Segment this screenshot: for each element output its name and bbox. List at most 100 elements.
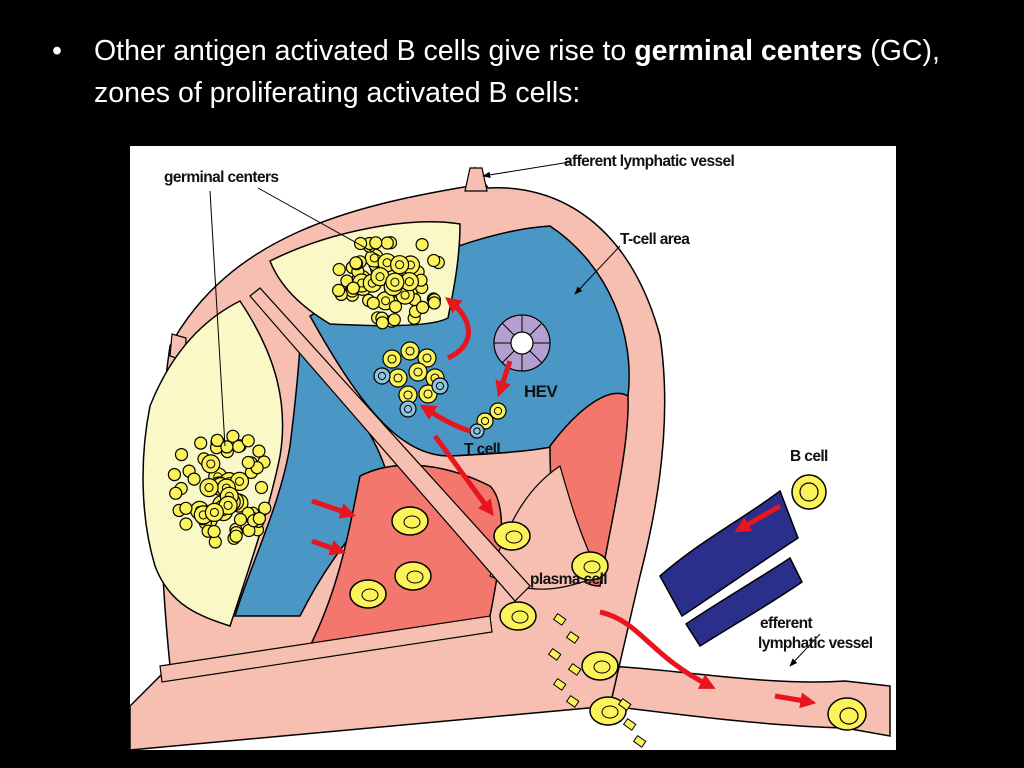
cell-nucleus — [404, 277, 414, 287]
cell-nucleus — [413, 367, 423, 377]
germinal-center-cell — [415, 237, 429, 252]
plasma-cell-nucleus — [593, 660, 611, 674]
bullet-text-part2: (GC), zones of proliferating activated B… — [94, 35, 940, 109]
germinal-center-cell — [254, 480, 269, 495]
antibody — [617, 697, 632, 711]
germinal-center-cell — [258, 501, 272, 515]
cell-nucleus — [473, 427, 481, 435]
label-germinal-centers: germinal centers — [164, 169, 278, 186]
medullary-cords — [489, 465, 601, 590]
germinal-center-cell — [375, 316, 389, 330]
germinal-center-cell — [241, 434, 255, 448]
b-cell-circle — [791, 474, 827, 510]
efferent-b-cell — [827, 697, 867, 731]
germinal-center-cell — [194, 436, 208, 450]
germinal-center-cell — [226, 429, 240, 443]
trabecula-lower — [159, 615, 493, 683]
cell-nucleus — [400, 290, 410, 300]
cell-nucleus — [223, 500, 233, 510]
cell-nucleus — [206, 459, 216, 469]
cell-nucleus — [382, 258, 392, 268]
germinal-center-cell — [366, 296, 380, 310]
lymph-node-svg: germinal centers afferent lymphatic vess… — [129, 153, 891, 751]
cell-nucleus — [422, 353, 432, 363]
germinal-center-cell — [179, 517, 193, 531]
germinal-center-cell — [252, 444, 266, 458]
cell-nucleus — [393, 373, 403, 383]
cell-nucleus — [423, 389, 433, 399]
cell-nucleus — [403, 404, 413, 414]
bullet-text-part1: Other antigen activated B cells give ris… — [94, 35, 635, 67]
efferent-lymphatic-vessel — [609, 665, 891, 737]
germinal-center-cell — [169, 486, 183, 500]
plasma-cell-nucleus — [403, 515, 421, 529]
germinal-center-cell — [332, 283, 346, 297]
germinal-center-cell — [179, 501, 193, 515]
label-pointers — [209, 161, 821, 667]
germinal-center-cell — [346, 281, 360, 295]
plasma-cell-nucleus — [583, 560, 601, 574]
antibody — [565, 630, 580, 644]
label-b-cell: B cell — [790, 448, 828, 465]
hev-vessel — [493, 314, 551, 372]
cell-nucleus — [493, 406, 503, 416]
antibody — [552, 677, 567, 691]
germinal-center-cell — [241, 455, 255, 470]
germinal-center-cell — [349, 256, 363, 270]
germinal-center-cell — [388, 300, 403, 314]
plasma-cell-nucleus — [511, 610, 529, 624]
bullet-text: Other antigen activated B cells give ris… — [94, 30, 982, 114]
cell-nucleus — [403, 390, 413, 400]
label-plasma-cell: plasma cell — [530, 571, 607, 588]
antibody — [632, 734, 647, 748]
germinal-center-cell — [207, 524, 221, 539]
germinal-center-cell — [427, 296, 441, 310]
germinal-center-cell — [233, 512, 248, 527]
cell-nucleus — [377, 371, 387, 381]
cell-nucleus — [209, 507, 219, 517]
cell-nucleus — [435, 381, 445, 391]
germinal-center-cell — [332, 262, 346, 277]
germinal-center-cell — [210, 433, 224, 447]
cell-nucleus — [395, 260, 405, 270]
antibody — [622, 717, 637, 731]
plasma-cells — [349, 506, 627, 726]
cell-nucleus — [381, 296, 391, 306]
antibody — [565, 694, 580, 708]
plasma-cell-nucleus — [505, 530, 523, 544]
germinal-center-cell — [167, 468, 182, 482]
plasma-cell-nucleus — [406, 570, 424, 584]
trabecula — [249, 287, 531, 602]
antibody — [547, 647, 562, 661]
antibody — [552, 612, 567, 626]
germinal-center-cell — [174, 448, 189, 462]
plasma-cell-nucleus — [601, 705, 619, 719]
blood-vessel — [659, 489, 799, 618]
germinal-center-cell — [220, 440, 234, 454]
bullet-point: • Other antigen activated B cells give r… — [52, 30, 982, 114]
germinal-center-cell — [387, 313, 401, 327]
antibody — [567, 662, 582, 676]
blood-vessel-lower — [684, 556, 803, 648]
cell-nucleus — [234, 476, 245, 486]
germinal-center-cell — [380, 236, 394, 250]
cell-nucleus — [405, 346, 415, 356]
germinal-center-cell — [369, 236, 383, 250]
germinal-center-top — [332, 236, 445, 330]
antibodies — [547, 612, 647, 748]
cell-nucleus — [480, 416, 490, 426]
afferent-vessel-stub — [464, 167, 488, 192]
label-efferent-line1: efferent — [760, 615, 812, 632]
label-afferent-lymphatic-vessel: afferent lymphatic vessel — [564, 153, 735, 170]
t-cell-cluster — [373, 341, 507, 439]
germinal-center-cell — [252, 511, 266, 526]
germinal-center-left — [167, 429, 272, 549]
lymph-node-diagram: germinal centers afferent lymphatic vess… — [129, 146, 896, 751]
label-t-cell: T cell — [464, 441, 500, 458]
cell-nucleus — [390, 277, 400, 287]
bullet-symbol: • — [52, 35, 62, 67]
germinal-center-cell — [187, 472, 201, 486]
cell-nucleus — [387, 354, 397, 364]
plasma-cell-nucleus — [361, 588, 379, 602]
germinal-center-cell — [427, 253, 441, 268]
